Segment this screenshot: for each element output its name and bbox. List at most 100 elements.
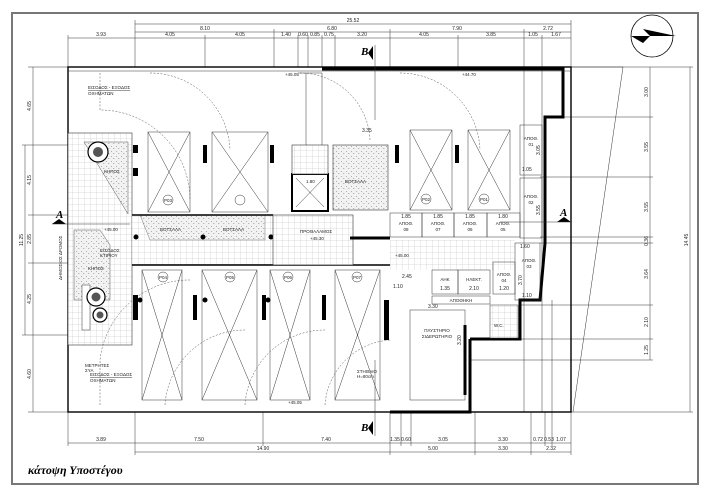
dim: 0.60 <box>401 437 411 443</box>
section-label: B <box>360 422 368 434</box>
storeroom-label: ΑΠΟΘ. <box>524 136 539 141</box>
dim: 4.65 <box>27 101 33 111</box>
room-dim: 3.30 <box>428 304 438 310</box>
dim: 1.05 <box>528 32 538 38</box>
storeroom-number: 04 <box>501 278 507 283</box>
drawing-title: κάτοψη Υποστέγου <box>28 463 123 477</box>
parapet-label: Η=80cm <box>357 374 374 379</box>
top-dimensions: 25.52 8.10 6.80 7.90 2.72 3.93 4.05 4.05… <box>67 18 572 67</box>
parking-label: P06 <box>284 275 293 280</box>
dim: 3.30 <box>498 437 508 443</box>
room-dim: 2.10 <box>469 286 479 292</box>
dim: 3.85 <box>486 32 496 38</box>
section-marker-a-left: A <box>52 209 130 225</box>
north-arrow-icon <box>630 14 676 58</box>
room-dim: 1.60 <box>520 244 530 250</box>
room-dim: 1.10 <box>522 293 532 299</box>
wc-label: W.C. <box>494 323 504 328</box>
storeroom-06: 1.85 ΑΠΟΘ. 06 <box>463 214 478 232</box>
storeroom-dim: 3.05 <box>536 145 542 155</box>
storeroom-04: ΑΠΟΘ. 04 1.20 <box>497 272 512 292</box>
storeroom-05: 1.80 ΑΠΟΘ. 05 <box>496 214 511 232</box>
room-dim: 1.10 <box>393 284 403 290</box>
level-mark: +45.00 <box>104 227 118 232</box>
section-marker-b-bottom: B <box>360 360 376 436</box>
storeroom-01: ΑΠΟΘ. 01 3.05 1.05 <box>522 136 542 173</box>
storeroom-label: ΑΠΟΘ. <box>431 221 446 226</box>
garden-label: ΚΗΠΟΣ <box>104 169 120 174</box>
dim: 3.30 <box>498 446 508 452</box>
section-marker-b-top: B <box>360 45 376 120</box>
storeroom-dim: 3.70 <box>518 275 524 285</box>
garden-area: ΚΗΠΟΣ ΚΗΠΟΣ ΔΗΜΟΣΙΟΣ ΔΡΟΜΟΣ <box>58 132 133 346</box>
bottom-dimensions: 3.89 7.50 7.40 1.35 0.60 3.05 3.30 0.72 … <box>67 412 572 455</box>
room-dim: 1.35 <box>440 286 450 292</box>
door-dim: 1.05 <box>522 167 532 173</box>
storeroom-02: ΑΠΟΘ. 02 3.55 <box>524 194 542 215</box>
dim: 0.60 <box>298 32 308 38</box>
storeroom-dim: 1.80 <box>498 214 508 220</box>
driveway: ΒΟΤΣΑΛΑ ΒΟΤΣΑΛΑ ΕΙΣΟΔΟΣ ΚΤΙΡΙΟΥ +45.00 <box>100 214 390 266</box>
storeroom-number: 08 <box>403 227 409 232</box>
dim: 0.85 <box>310 32 320 38</box>
storeroom-03: 1.60 ΑΠΟΘ. 03 3.70 1.10 <box>518 244 536 299</box>
left-dimensions: 4.65 4.15 2.85 4.25 4.60 11.25 <box>19 66 68 413</box>
storeroom-number: 06 <box>467 227 473 232</box>
pebbles-label: ΒΟΤΣΑΛΑ <box>345 179 366 184</box>
dim: 6.80 <box>327 26 337 32</box>
storeroom-label: ΑΠΟΘ. <box>463 221 478 226</box>
parapet-label: ΣΤΗΘΑΙΟ <box>357 369 377 374</box>
elevator-dim: 1.80 <box>306 179 315 184</box>
storeroom-dim: 1.20 <box>499 286 509 292</box>
lobby-label: ΠΡΟΘΑΛΑΜΟΣ <box>300 229 332 234</box>
storeroom-08: 1.85 ΑΠΟΘ. 08 <box>399 214 414 232</box>
vehicle-entry-label: ΕΙΣΟΔΟΣ - ΕΞΟΔΟΣ <box>88 85 130 90</box>
vehicle-entry-label: ΟΧΗΜΑΤΩΝ <box>90 378 115 383</box>
laundry-label: ΠΛΥΣΤΗΡΙΟ <box>424 328 450 333</box>
dim: 3.00 <box>644 87 650 97</box>
dim-total-width: 25.52 <box>347 18 360 24</box>
storeroom-label: ΑΠΟΘ. <box>496 221 511 226</box>
parking-label: P03 <box>164 198 173 203</box>
storerooms: 1.85 ΑΠΟΘ. 08 1.85 ΑΠΟΘ. 07 1.85 ΑΠΟΘ. 0… <box>389 124 543 301</box>
dim: 3.64 <box>644 269 650 279</box>
storeroom-number: 03 <box>526 264 532 269</box>
dim: 1.67 <box>551 32 561 38</box>
storeroom-number: 02 <box>528 200 534 205</box>
storeroom-dim: 1.85 <box>433 214 443 220</box>
dim: 7.50 <box>194 437 204 443</box>
storeroom-07: 1.85 ΑΠΟΘ. 07 <box>431 214 446 232</box>
level-mark: +45.05 <box>288 400 302 405</box>
storeroom-label: ΑΠΟΘ. <box>497 272 512 277</box>
parking-spaces: P01 P02 P03 P04 P05 P06 P07 ΣΤΗΘΑΙΟ Η=80… <box>133 129 511 401</box>
room-dim: 2.45 <box>402 274 412 280</box>
dim: 4.60 <box>27 369 33 379</box>
electrical-label: ΗΛΕΚΤ. <box>466 277 482 282</box>
storage-label: ΑΠΟΘΗΚΗ <box>450 298 473 303</box>
dim: 3.89 <box>96 437 106 443</box>
dim-right-total: 14.45 <box>684 234 690 247</box>
dim-left-total: 11.25 <box>19 234 25 246</box>
storeroom-number: 05 <box>500 227 506 232</box>
dim: 2.72 <box>543 26 553 32</box>
laundry-label: ΣΙΔΕΡΩΤΗΡΙΟ <box>422 334 453 339</box>
dim: 3.05 <box>438 437 448 443</box>
pebbles-label: ΒΟΤΣΑΛΑ <box>223 227 244 232</box>
room-dim: 3.20 <box>457 335 463 345</box>
parking-label: P04 <box>159 275 168 280</box>
dim: 4.05 <box>165 32 175 38</box>
level-mark: +44.70 <box>462 72 476 77</box>
dim: 0.75 <box>324 32 334 38</box>
meters-label: ΣΥΑ <box>85 368 93 373</box>
storeroom-label: ΑΠΟΘ. <box>522 258 537 263</box>
pebbles-label: ΒΟΤΣΑΛΑ <box>160 227 181 232</box>
dim: 3.20 <box>357 32 367 38</box>
dim: 0.72 <box>533 437 543 443</box>
parking-label: P05 <box>226 275 235 280</box>
parking-label: P02 <box>422 197 431 202</box>
meters-label: ΜΕΤΡΗΤΕΣ <box>85 363 110 368</box>
right-dimensions: 3.00 3.55 3.55 0.36 3.64 2.10 1.25 14.45 <box>470 66 693 413</box>
vehicle-entries: ΕΙΣΟΔΟΣ - ΕΞΟΔΟΣ ΟΧΗΜΑΤΩΝ ΕΙΣΟΔΟΣ - ΕΞΟΔ… <box>85 72 481 406</box>
dim: 3.55 <box>644 202 650 212</box>
